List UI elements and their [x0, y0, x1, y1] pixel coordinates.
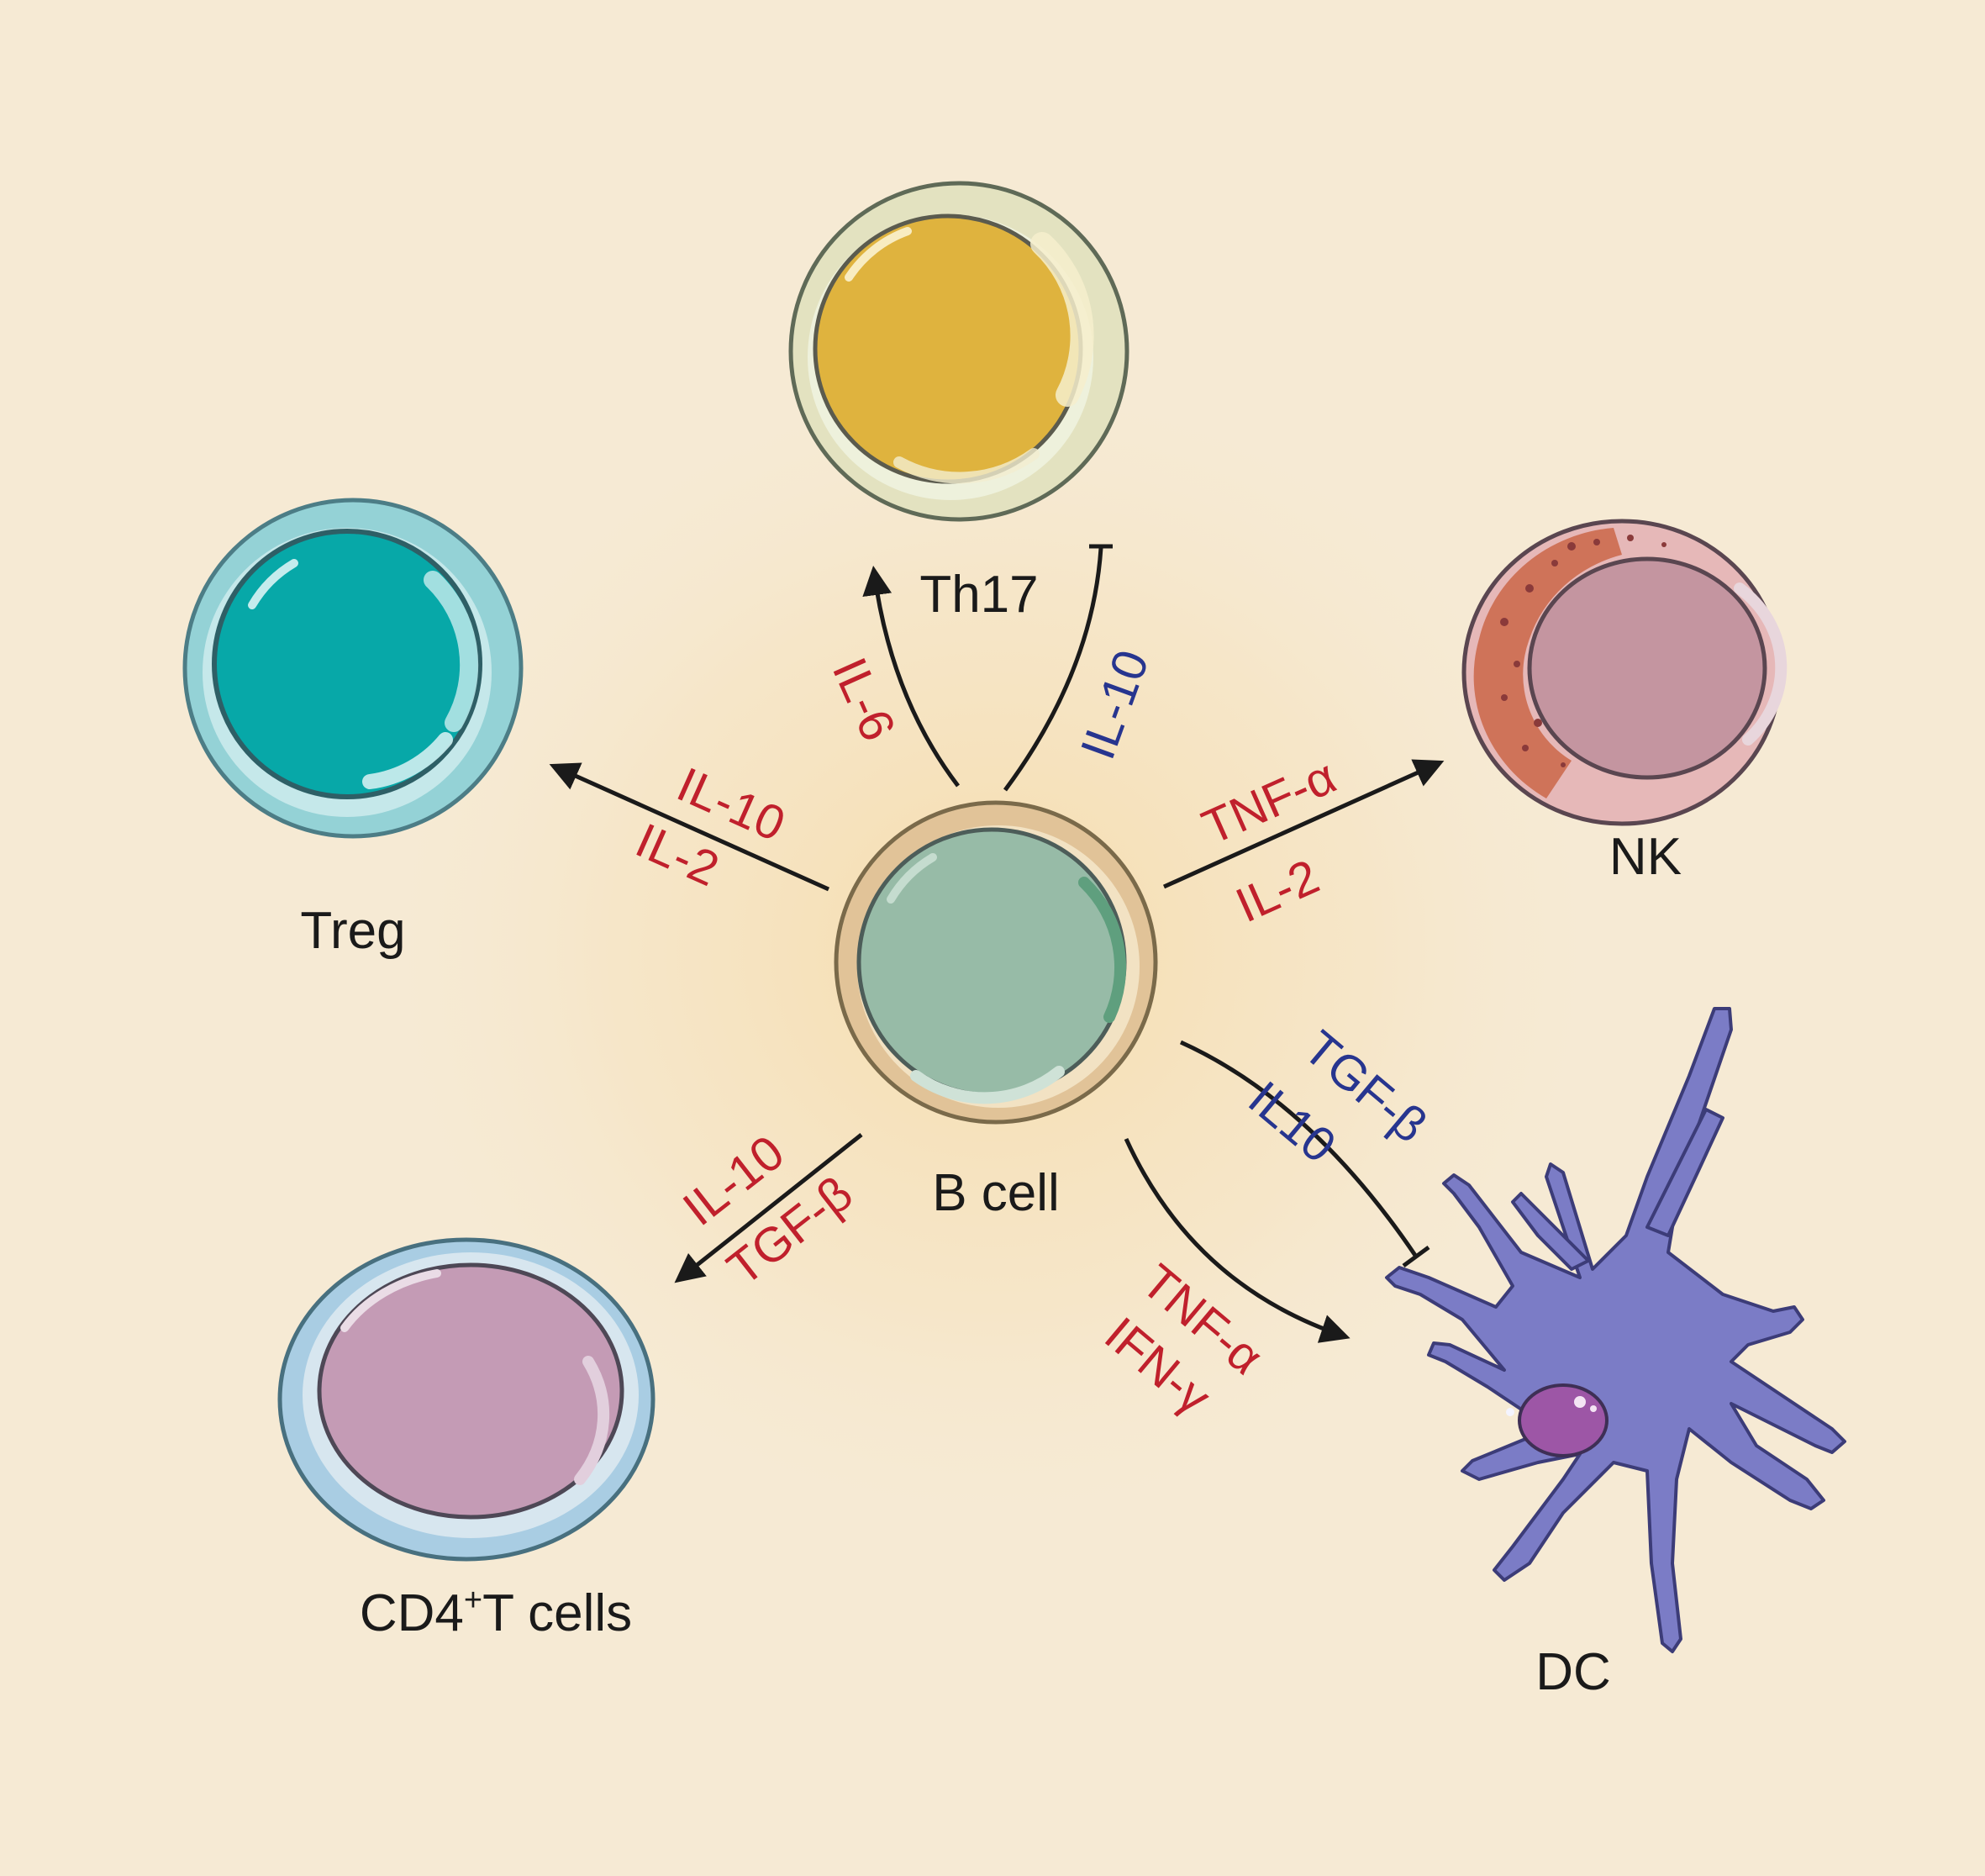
dc-cell: [1385, 1007, 1846, 1653]
arrow-to-nk: [1162, 759, 1445, 889]
cd4-cell: [277, 1237, 656, 1562]
arrow-il6-to-th17: [862, 566, 960, 788]
nk-granules: [1500, 535, 1666, 767]
arrow-to-treg: [549, 762, 830, 892]
dc-label: DC: [1535, 1643, 1611, 1701]
nk-label: NK: [1609, 828, 1682, 886]
cd4-label-main: CD4: [360, 1584, 464, 1642]
treg-cell: [182, 498, 524, 839]
th17-label: Th17: [919, 566, 1038, 624]
arrow-activate-dc: [1124, 1137, 1351, 1343]
inhibit-bar-dc: [1402, 1245, 1430, 1268]
cd4-label-sup: +: [464, 1583, 482, 1618]
cd4-label: CD4+T cells: [360, 1583, 632, 1642]
arrow-to-cd4: [674, 1133, 863, 1283]
th17-cell: [788, 181, 1129, 522]
arrow-inhibit-dc: [1179, 1040, 1419, 1258]
b-cell-label: B cell: [932, 1164, 1060, 1222]
dc-nucleus: [1506, 1383, 1609, 1457]
b-cell: [834, 800, 1158, 1125]
cd4-label-rest: T cells: [482, 1584, 632, 1642]
arrow-il10-inhibit-th17: [1003, 547, 1103, 792]
treg-label: Treg: [300, 902, 405, 960]
nk-cell: [1461, 519, 1788, 826]
